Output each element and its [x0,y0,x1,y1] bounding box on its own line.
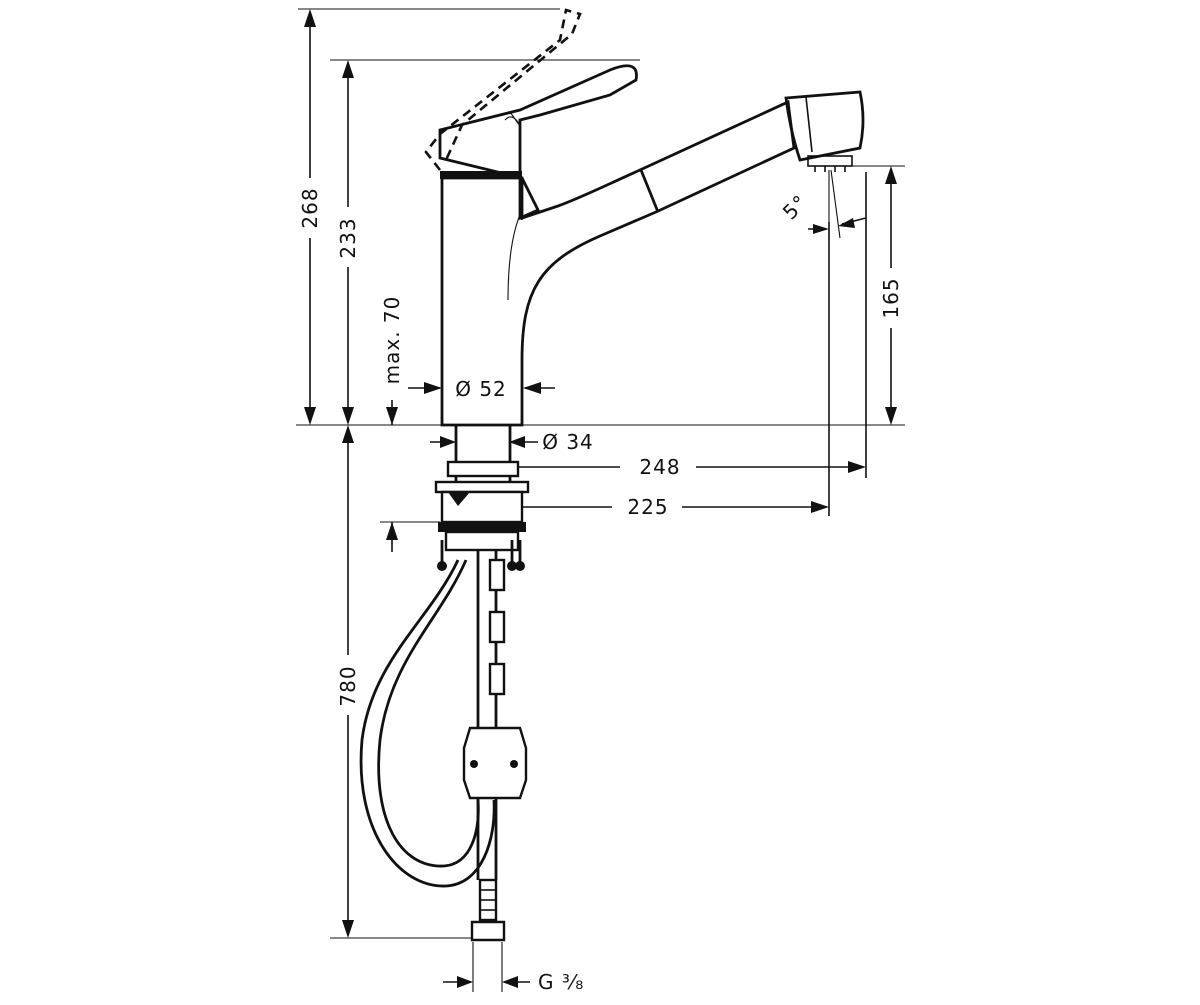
dimension-label-225: 225 [627,495,668,519]
dimension-248: 248 [512,172,867,479]
dimension-label-233: 233 [336,217,360,258]
dimension-5-degrees: 5° [778,169,867,240]
dimension-label-165: 165 [879,277,903,318]
dimension-diameter-34: Ø 34 [430,430,594,454]
dimension-label-268: 268 [298,187,322,228]
dimension-233: 233 [334,60,362,425]
dimension-268: 268 [296,9,324,425]
dimension-780: 780 [334,425,362,938]
dimension-label-5-degrees: 5° [778,190,812,224]
dimension-label-780: 780 [336,665,360,706]
dimension-label-diameter-34: Ø 34 [542,430,594,454]
dimension-max-70: max. 70 [380,296,404,552]
dimension-label-max-70: max. 70 [380,296,404,385]
supply-hoses [359,550,528,942]
dimension-label-248: 248 [639,455,680,479]
dimension-label-thread-g38: G ³⁄₈ [538,970,584,994]
faucet-shank [434,425,530,571]
lever-ring [440,171,522,179]
faucet-body [424,8,865,427]
dimension-thread-g38: G ³⁄₈ [443,942,584,994]
dimension-diameter-52: Ø 52 [408,377,555,401]
dimension-165: 165 [877,166,905,425]
dimension-label-diameter-52: Ø 52 [455,377,507,401]
